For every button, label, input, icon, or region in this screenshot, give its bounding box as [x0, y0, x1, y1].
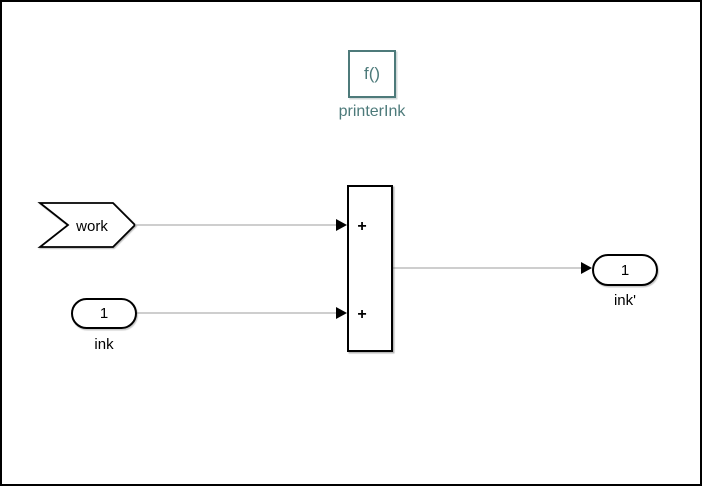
arrowhead-sum-input1: [336, 219, 347, 231]
outport-label[interactable]: ink': [613, 292, 637, 309]
wire-ink-to-sum[interactable]: [137, 307, 347, 319]
wire-work-to-sum[interactable]: [135, 219, 347, 231]
outport-block-ink[interactable]: 1: [592, 254, 658, 286]
simulink-function-block[interactable]: f(): [348, 50, 396, 98]
from-tag-work[interactable]: work: [37, 202, 137, 248]
outport-number: 1: [620, 261, 630, 279]
inport-block-ink[interactable]: 1: [71, 298, 137, 329]
arrowhead-outport: [581, 262, 592, 274]
arrowhead-sum-input2: [336, 307, 347, 319]
inport-label[interactable]: ink: [94, 336, 114, 353]
from-tag-label: work: [75, 218, 108, 235]
sum-plus-sign-2: +: [357, 306, 367, 323]
function-block-text: f(): [363, 64, 381, 83]
inport-number: 1: [99, 305, 109, 322]
function-block-label[interactable]: printerInk: [338, 103, 406, 120]
sum-block[interactable]: + +: [347, 185, 393, 352]
from-tag-shape[interactable]: [37, 202, 137, 248]
sum-plus-sign-1: +: [357, 218, 367, 235]
wire-sum-to-outport[interactable]: [393, 262, 592, 274]
